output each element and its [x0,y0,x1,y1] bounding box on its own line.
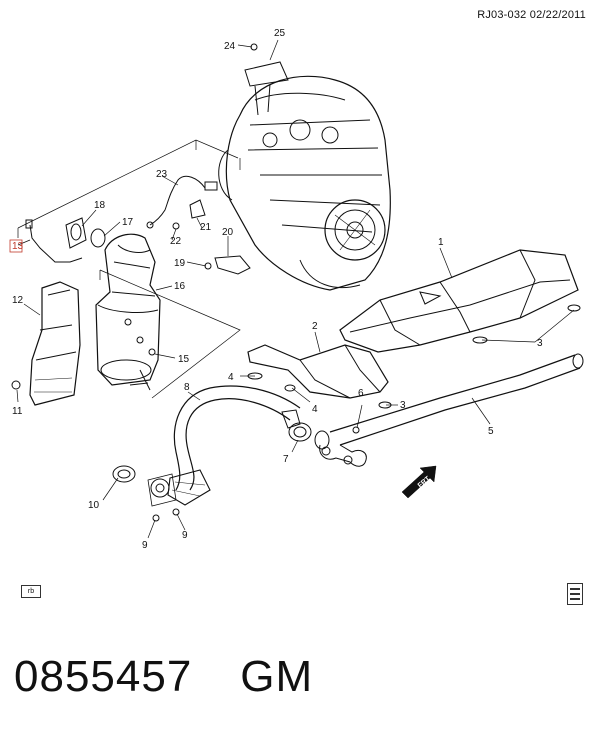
callout-7: 7 [283,454,289,465]
clip-3c [567,304,581,312]
callout-6: 6 [358,388,364,399]
intermediate-pipe-8 [147,385,301,507]
callout-5: 5 [488,426,494,437]
callout-3a: 3 [537,338,543,349]
footer-code: 0855457 GM [14,652,313,702]
heat-shield-2 [247,344,389,399]
part-number: 0855457 [14,652,193,701]
catalytic-converter-16 [95,233,161,391]
heat-shield-13 [29,281,81,406]
oxygen-sensor-23 [146,175,218,229]
gasket-17 [90,228,106,248]
callout-25: 25 [274,28,286,39]
gasket-18 [65,217,87,249]
callout-4b: 4 [312,404,318,415]
bracket-20 [214,255,251,275]
callout-24: 24 [224,41,236,52]
bolt-9 [172,508,180,516]
callout-14: 13 [12,241,24,252]
callout-1: 1 [438,237,444,248]
callout-13: 12 [12,295,24,306]
callout-21: 21 [200,222,212,233]
bolt-6 [352,426,360,434]
callout-20: 20 [222,227,234,238]
callout-18: 18 [94,200,106,211]
engine-assembly [218,61,391,291]
oxygen-sensor-14 [25,219,83,263]
callout-19: 19 [174,258,186,269]
callout-17: 17 [122,217,134,228]
bolt-22 [172,222,180,230]
callout-4a: 4 [228,372,234,383]
callout-22: 22 [170,236,182,247]
tail-pipe-5 [319,353,584,467]
gasket-11 [112,465,136,483]
gasket-7 [288,422,330,450]
callout-2: 2 [312,321,318,332]
callout-12: 11 [12,406,23,417]
bolt-12 [11,380,21,390]
brand-label: GM [240,652,314,701]
service-manual-icon[interactable] [567,583,583,605]
callout-11: 10 [88,500,100,511]
nut-15 [148,348,156,356]
diagram-reference: RJ03-032 02/22/2011 [477,9,586,21]
clip-4b [284,384,296,392]
callout-3b: 3 [400,400,406,411]
bracket-21 [189,199,206,219]
callout-15: 15 [178,354,190,365]
callout-16: 16 [174,281,186,292]
nut-10 [152,514,160,522]
callout-9: 9 [182,530,188,541]
front-arrow-icon: FRT [401,465,437,499]
callout-8: 8 [184,382,190,393]
heat-shield-1 [339,249,579,353]
callout-10: 9 [142,540,148,551]
callout-23: 23 [156,169,168,180]
rb-tag: rb [21,585,41,598]
